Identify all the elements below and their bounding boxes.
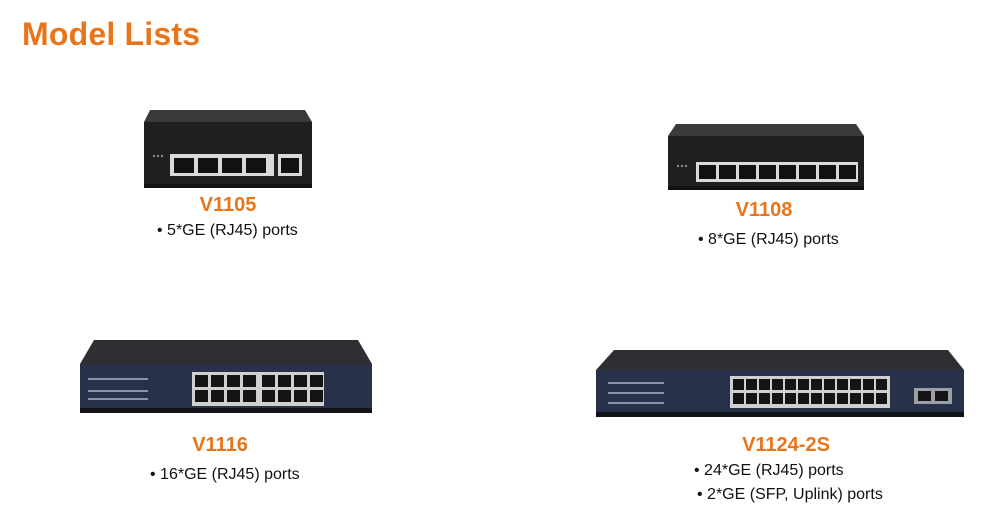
model-name-v1124-2s: V1124-2S — [742, 434, 830, 456]
model-name-v1108: V1108 — [735, 199, 793, 221]
model-name-v1105: V1105 — [199, 194, 257, 216]
switch-image-v1108 — [664, 120, 868, 192]
feature-v1108: • 8*GE (RJ45) ports — [698, 231, 839, 248]
switch-image-v1116 — [78, 338, 374, 416]
feature-v1124-2s-1: • 24*GE (RJ45) ports — [694, 462, 844, 479]
switch-image-v1105 — [140, 104, 315, 190]
switch-image-v1124-2s — [594, 348, 968, 420]
feature-v1105: • 5*GE (RJ45) ports — [157, 222, 298, 239]
feature-v1124-2s-2: • 2*GE (SFP, Uplink) ports — [697, 486, 883, 503]
feature-v1116: • 16*GE (RJ45) ports — [150, 466, 300, 483]
model-name-v1116: V1116 — [192, 434, 248, 456]
page-title: Model Lists — [22, 16, 201, 52]
